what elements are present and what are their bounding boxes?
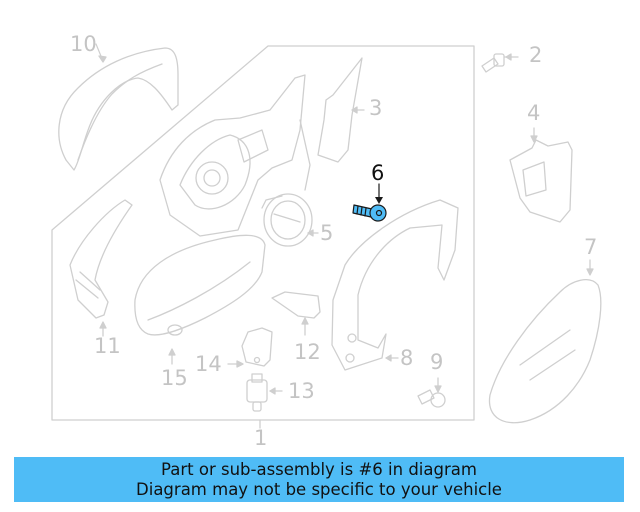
callout-11: 11 [94,334,121,358]
parts-diagram: 10 2 3 4 6 5 7 11 12 8 9 14 15 13 1 [51,32,602,450]
callout-13: 13 [288,379,315,403]
callout-10: 10 [70,32,97,56]
assembly-frame [51,45,475,421]
part-13-sensor-icon [246,373,283,412]
part-12-bracket-icon [271,291,321,336]
callout-15: 15 [161,366,188,390]
callout-2: 2 [529,43,543,67]
part-2-bolt-icon [481,53,519,73]
callout-12: 12 [294,340,321,364]
info-banner: Part or sub-assembly is #6 in diagram Di… [14,457,624,502]
callout-6-highlighted: 6 [371,161,385,185]
callout-3: 3 [369,96,383,120]
callout-14: 14 [195,352,222,376]
mirror-actuator-icon [159,74,311,237]
banner-disclaimer: Diagram may not be specific to your vehi… [136,479,502,499]
part-6-bolt-highlighted-icon [352,183,387,222]
part-9-screw-icon [417,377,446,408]
part-11-turn-signal-icon [69,199,133,337]
callout-9: 9 [430,350,444,374]
part-8-bezel-icon [331,199,459,371]
part-3-plate-icon [317,57,365,163]
diagram-drawing [51,43,602,429]
part-15-lower-cover-icon [134,234,266,365]
part-14-bracket-icon [227,327,273,368]
callout-7: 7 [584,235,598,259]
callout-1: 1 [254,426,268,450]
callout-8: 8 [400,346,414,370]
part-5-motor-icon [261,193,319,247]
part-7-mirror-glass-icon [488,259,602,424]
part-4-bracket-icon [509,127,573,223]
callout-5: 5 [320,221,334,245]
part-10-cover-cap-icon [58,43,179,171]
banner-part-note: Part or sub-assembly is #6 in diagram [161,459,477,479]
callout-4: 4 [527,101,541,125]
